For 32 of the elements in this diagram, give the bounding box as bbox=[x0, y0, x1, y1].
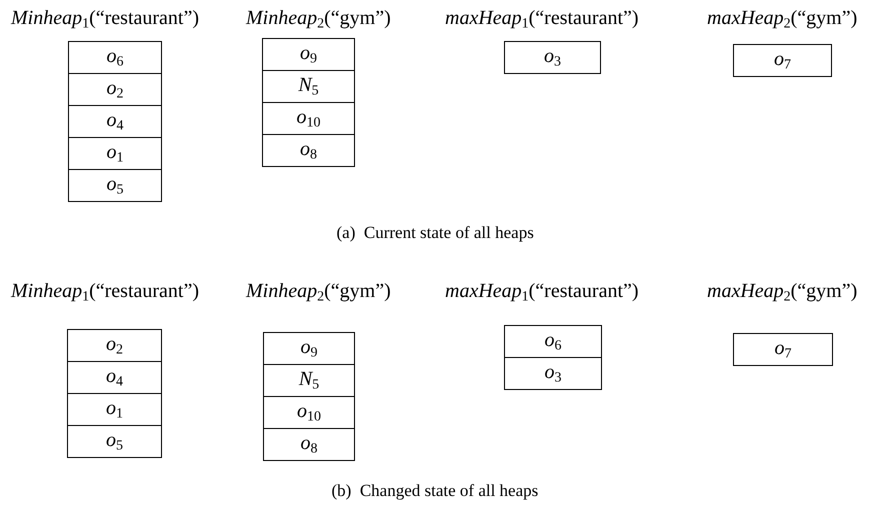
figure-caption: (b) Changed state of all heaps bbox=[332, 482, 538, 499]
heap-cell: o$_{9}$ bbox=[263, 332, 355, 365]
heap-title: maxHeap$_{2}$(“gym”) bbox=[707, 8, 858, 32]
heap-cell: o$_{4}$ bbox=[67, 361, 162, 394]
heap-cell: o$_{8}$ bbox=[262, 134, 355, 167]
heap-cell: o$_{3}$ bbox=[504, 357, 602, 390]
heap-cell: o$_{7}$ bbox=[733, 44, 832, 77]
heap-title: Minheap$_{2}$(“gym”) bbox=[246, 8, 391, 32]
heap-cell: o$_{5}$ bbox=[67, 425, 162, 458]
heap-cell: o$_{2}$ bbox=[67, 329, 162, 362]
heap-title: maxHeap$_{2}$(“gym”) bbox=[707, 281, 858, 304]
heap-cell: o$_{7}$ bbox=[733, 333, 833, 366]
heap-title: Minheap$_{1}$(“restaurant”) bbox=[11, 281, 200, 304]
heap-cell: o$_{10}$ bbox=[262, 102, 355, 135]
heap-cell: N$_{5}$ bbox=[262, 70, 355, 103]
heap-cell: o$_{1}$ bbox=[67, 393, 162, 426]
heap-cell: o$_{4}$ bbox=[68, 105, 162, 138]
heap-cell: o$_{2}$ bbox=[68, 73, 162, 106]
heap-cell: o$_{1}$ bbox=[68, 137, 162, 170]
heap-cell: N$_{5}$ bbox=[263, 364, 355, 397]
heap-title: Minheap$_{2}$(“gym”) bbox=[246, 281, 391, 304]
heap-cell: o$_{5}$ bbox=[68, 169, 162, 202]
heap-cell: o$_{8}$ bbox=[263, 428, 355, 461]
heap-title: maxHeap$_{1}$(“restaurant”) bbox=[445, 8, 639, 32]
heap-cell: o$_{3}$ bbox=[504, 41, 601, 74]
figure-caption: (a) Current state of all heaps bbox=[336, 224, 534, 241]
heap-cell: o$_{10}$ bbox=[263, 396, 355, 429]
heap-cell: o$_{9}$ bbox=[262, 38, 355, 71]
heap-title: Minheap$_{1}$(“restaurant”) bbox=[11, 8, 200, 32]
heap-cell: o$_{6}$ bbox=[68, 41, 162, 74]
heap-cell: o$_{6}$ bbox=[504, 325, 602, 358]
heap-title: maxHeap$_{1}$(“restaurant”) bbox=[445, 281, 639, 304]
